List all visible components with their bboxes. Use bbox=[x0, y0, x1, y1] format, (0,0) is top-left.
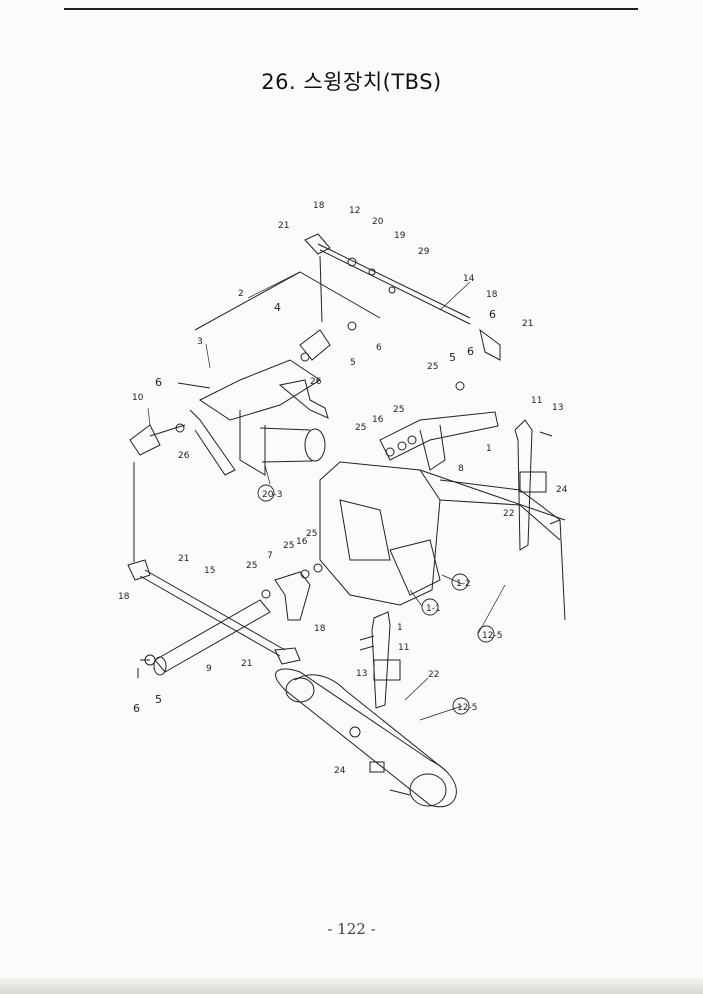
scan-edge bbox=[0, 978, 703, 994]
callout-18: 18 bbox=[486, 290, 498, 300]
upper-bracket-assembly bbox=[129, 271, 381, 476]
callout-21: 21 bbox=[522, 319, 533, 329]
callout-2: 2 bbox=[238, 289, 244, 299]
callout-29: 29 bbox=[418, 247, 430, 257]
callout-1-1: 1-1 bbox=[426, 604, 441, 614]
callout-16: 16 bbox=[296, 537, 308, 547]
callout-1-2: 1-2 bbox=[456, 579, 471, 589]
callout-12-5: 12-5 bbox=[457, 703, 477, 713]
callout-13: 13 bbox=[552, 403, 563, 413]
callout-4: 4 bbox=[274, 301, 281, 314]
callout-18: 18 bbox=[314, 624, 326, 634]
callout-6: 6 bbox=[133, 702, 140, 715]
callout-7: 7 bbox=[267, 551, 273, 561]
callout-25: 25 bbox=[393, 405, 404, 415]
leader-lines bbox=[147, 271, 506, 721]
housing-assembly bbox=[319, 461, 566, 621]
callout-25: 25 bbox=[355, 423, 366, 433]
callout-22: 22 bbox=[428, 670, 439, 680]
callout-6: 6 bbox=[489, 308, 496, 321]
callout-10: 10 bbox=[132, 393, 144, 403]
callout-16: 16 bbox=[372, 415, 384, 425]
callout-12: 12 bbox=[349, 206, 360, 216]
callout-22: 22 bbox=[503, 509, 514, 519]
callout-11: 11 bbox=[531, 396, 542, 406]
callout-1: 1 bbox=[486, 444, 492, 454]
callout-9: 9 bbox=[206, 664, 212, 674]
callout-6: 6 bbox=[155, 376, 162, 389]
callout-19: 19 bbox=[394, 231, 406, 241]
callout-25: 25 bbox=[306, 529, 317, 539]
callout-5: 5 bbox=[350, 358, 356, 368]
page-title: 26. 스윙장치(TBS) bbox=[261, 70, 442, 94]
callout-3: 3 bbox=[197, 337, 203, 347]
callout-20-3: 20-3 bbox=[262, 490, 282, 500]
callout-labels: 18 12 20 21 19 29 14 18 6 21 2 4 3 6 5 6… bbox=[118, 201, 568, 776]
callout-26: 26 bbox=[310, 377, 322, 387]
callout-18: 18 bbox=[118, 592, 130, 602]
page-number: - 122 - bbox=[327, 920, 376, 938]
callout-21: 21 bbox=[178, 554, 189, 564]
callout-15: 15 bbox=[204, 566, 215, 576]
callout-24: 24 bbox=[334, 766, 346, 776]
callout-25: 25 bbox=[246, 561, 257, 571]
callout-11: 11 bbox=[398, 643, 409, 653]
callout-5: 5 bbox=[449, 351, 456, 364]
callout-14: 14 bbox=[463, 274, 475, 284]
belt-cover bbox=[275, 668, 457, 808]
callout-24: 24 bbox=[556, 485, 568, 495]
callout-12-5: 12-5 bbox=[482, 631, 502, 641]
callout-25: 25 bbox=[283, 541, 294, 551]
lower-lever bbox=[359, 611, 401, 709]
callout-6: 6 bbox=[467, 345, 474, 358]
top-rod-assembly bbox=[304, 233, 501, 361]
callout-5: 5 bbox=[155, 693, 162, 706]
callout-13: 13 bbox=[356, 669, 367, 679]
callout-18: 18 bbox=[313, 201, 325, 211]
callout-21: 21 bbox=[278, 221, 289, 231]
header-rule bbox=[64, 8, 638, 10]
callout-6: 6 bbox=[376, 343, 382, 353]
callout-26: 26 bbox=[178, 451, 190, 461]
callout-25: 25 bbox=[427, 362, 438, 372]
callout-8: 8 bbox=[458, 464, 464, 474]
callout-20: 20 bbox=[372, 217, 384, 227]
lower-linkage bbox=[127, 462, 323, 678]
callout-21: 21 bbox=[241, 659, 252, 669]
right-lever-assembly bbox=[379, 381, 561, 551]
callout-1: 1 bbox=[397, 623, 403, 633]
